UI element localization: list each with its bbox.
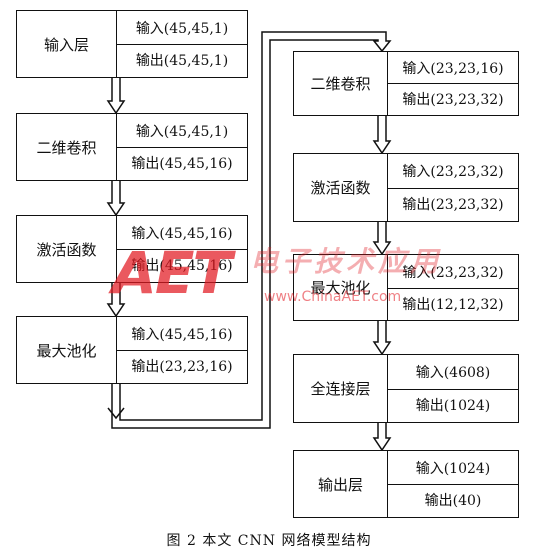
layer-output-shape: 输出(1024) xyxy=(415,398,491,414)
layer-box-conv2d-1: 二维卷积 输入(45,45,1) 输出(45,45,16) xyxy=(16,113,248,181)
layer-name: 最大池化 xyxy=(294,255,388,320)
layer-name: 最大池化 xyxy=(17,317,117,383)
layer-input-shape: 输入(23,23,32) xyxy=(388,255,518,289)
layer-output-shape: 输出(12,12,32) xyxy=(402,296,504,313)
flow-arrow xyxy=(372,116,392,155)
layer-input-shape: 输入(1024) xyxy=(388,451,518,485)
layer-output-shape: 输出(23,23,16) xyxy=(131,359,233,375)
layer-name: 输入层 xyxy=(17,11,117,77)
layer-box-input: 输入层 输入(45,45,1) 输出(45,45,1) xyxy=(16,10,248,78)
layer-output-shape: 输出(23,23,32) xyxy=(402,197,504,213)
figure-caption: 图 2 本文 CNN 网络模型结构 xyxy=(166,533,372,549)
layer-output-shape: 输出(23,23,32) xyxy=(402,91,504,108)
connector-arrowhead xyxy=(107,407,125,420)
layer-box-activation-2: 激活函数 输入(23,23,32) 输出(23,23,32) xyxy=(293,153,519,222)
aet-logo: AET xyxy=(112,239,232,307)
layer-box-maxpool-1: 最大池化 输入(45,45,16) 输出(23,23,16) xyxy=(16,316,248,384)
flow-arrow xyxy=(372,321,392,356)
layer-input-shape: 输入(45,45,16) xyxy=(117,317,247,351)
layer-box-conv2d-2: 二维卷积 输入(23,23,16) 输出(23,23,32) xyxy=(293,51,519,116)
layer-output-shape: 输出(45,45,16) xyxy=(131,258,233,274)
watermark-url: www.ChinaAET.com xyxy=(264,289,402,305)
flow-arrow xyxy=(106,181,126,217)
layer-name: 全连接层 xyxy=(294,355,388,422)
layer-output-shape: 输出(40) xyxy=(424,493,482,509)
layer-box-activation-1: 激活函数 输入(45,45,16) 输出(45,45,16) xyxy=(16,215,248,283)
layer-input-shape: 输入(45,45,1) xyxy=(117,11,247,45)
layer-box-fully-connected: 全连接层 输入(4608) 输出(1024) xyxy=(293,354,519,423)
flow-arrow xyxy=(106,78,126,115)
layer-box-maxpool-2: 最大池化 输入(23,23,32) 输出(12,12,32) xyxy=(293,254,519,321)
layer-name: 输出层 xyxy=(294,451,388,517)
layer-name: 二维卷积 xyxy=(294,52,388,115)
layer-input-shape: 输入(4608) xyxy=(388,355,518,390)
layer-output-shape: 输出(45,45,1) xyxy=(135,53,229,69)
layer-input-shape: 输入(23,23,32) xyxy=(388,154,518,189)
flow-arrow xyxy=(372,423,392,452)
layer-output-shape: 输出(45,45,16) xyxy=(131,156,233,172)
watermark-chinese-text: 电子技术应用 xyxy=(250,245,443,278)
layer-name: 激活函数 xyxy=(294,154,388,221)
layer-input-shape: 输入(23,23,16) xyxy=(388,52,518,84)
layer-name: 激活函数 xyxy=(17,216,117,282)
layer-name: 二维卷积 xyxy=(17,114,117,180)
layer-box-output: 输出层 输入(1024) 输出(40) xyxy=(293,450,519,518)
layer-input-shape: 输入(45,45,1) xyxy=(117,114,247,148)
layer-input-shape: 输入(45,45,16) xyxy=(117,216,247,250)
